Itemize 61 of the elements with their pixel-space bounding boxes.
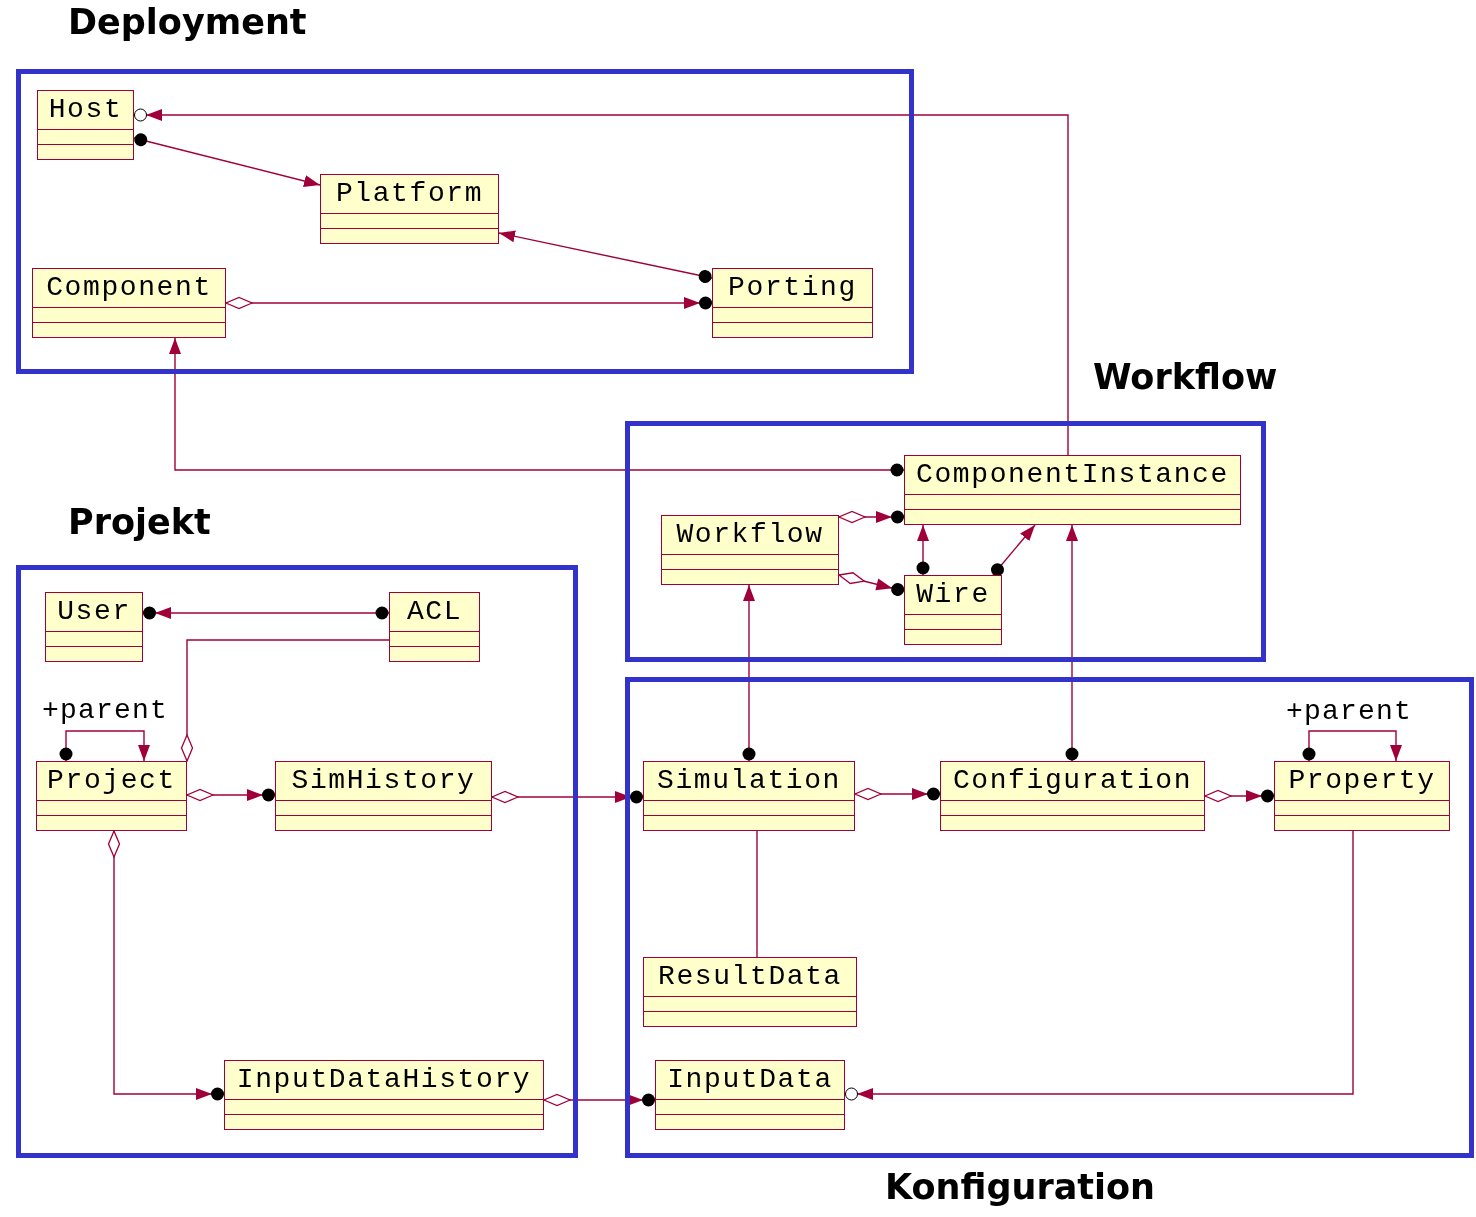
class-name: Project <box>47 765 176 797</box>
class-box <box>45 592 143 662</box>
class-box <box>36 761 187 831</box>
class-box <box>643 957 857 1027</box>
association-arrow <box>225 296 713 310</box>
class-name: Porting <box>728 272 857 304</box>
association-arrow <box>133 133 321 187</box>
class-name: ACL <box>406 596 463 628</box>
class-name: Configuration <box>952 765 1193 797</box>
class-box <box>275 761 492 831</box>
association-line <box>756 830 758 958</box>
package-title: Workflow <box>1093 356 1278 399</box>
class-box <box>904 575 1002 645</box>
association-arrow <box>1302 730 1402 762</box>
aggregation-line <box>180 639 390 762</box>
class-box <box>904 455 1241 525</box>
class-name: Simulation <box>657 765 841 797</box>
association-arrow <box>1204 789 1275 803</box>
association-arrow <box>498 230 713 284</box>
association-arrow <box>844 830 1354 1101</box>
package-title: Deployment <box>68 1 307 44</box>
association-arrow <box>742 584 756 762</box>
class-box <box>389 592 480 662</box>
class-name: SimHistory <box>291 765 476 797</box>
class-box <box>940 761 1205 831</box>
class-name: Workflow <box>676 519 824 551</box>
class-box <box>320 174 499 244</box>
package-title: Konfiguration <box>885 1166 1155 1209</box>
association-arrow <box>107 830 225 1101</box>
association-arrow <box>838 572 905 596</box>
association-arrow <box>142 606 390 620</box>
class-box <box>1274 761 1450 831</box>
class-box <box>224 1060 544 1130</box>
class-box <box>655 1060 845 1130</box>
class-box <box>661 515 839 585</box>
association-arrow <box>59 730 150 762</box>
association-arrow <box>916 524 930 576</box>
association-arrow <box>491 790 644 804</box>
package-title: Projekt <box>68 501 211 544</box>
class-name: Component <box>46 272 212 304</box>
class-name: Host <box>48 94 123 126</box>
association-arrow <box>169 337 905 477</box>
class-name: User <box>57 596 131 628</box>
association-arrow <box>543 1093 656 1107</box>
association-arrow <box>186 788 276 802</box>
association-arrow <box>854 787 941 801</box>
association-arrow <box>838 510 905 524</box>
class-box <box>712 268 873 338</box>
class-name: Platform <box>335 178 484 210</box>
class-name: ResultData <box>658 961 842 993</box>
class-box <box>37 90 134 160</box>
class-name: InputDataHistory <box>236 1064 532 1096</box>
association-arrow <box>133 108 1069 456</box>
class-box <box>643 761 855 831</box>
association-arrow <box>1065 524 1079 762</box>
class-name: Property <box>1288 765 1436 797</box>
association-arrow <box>991 524 1036 577</box>
class-name: ComponentInstance <box>916 459 1229 491</box>
class-name: Wire <box>916 579 990 611</box>
class-name: InputData <box>667 1064 833 1096</box>
class-box <box>32 268 226 338</box>
